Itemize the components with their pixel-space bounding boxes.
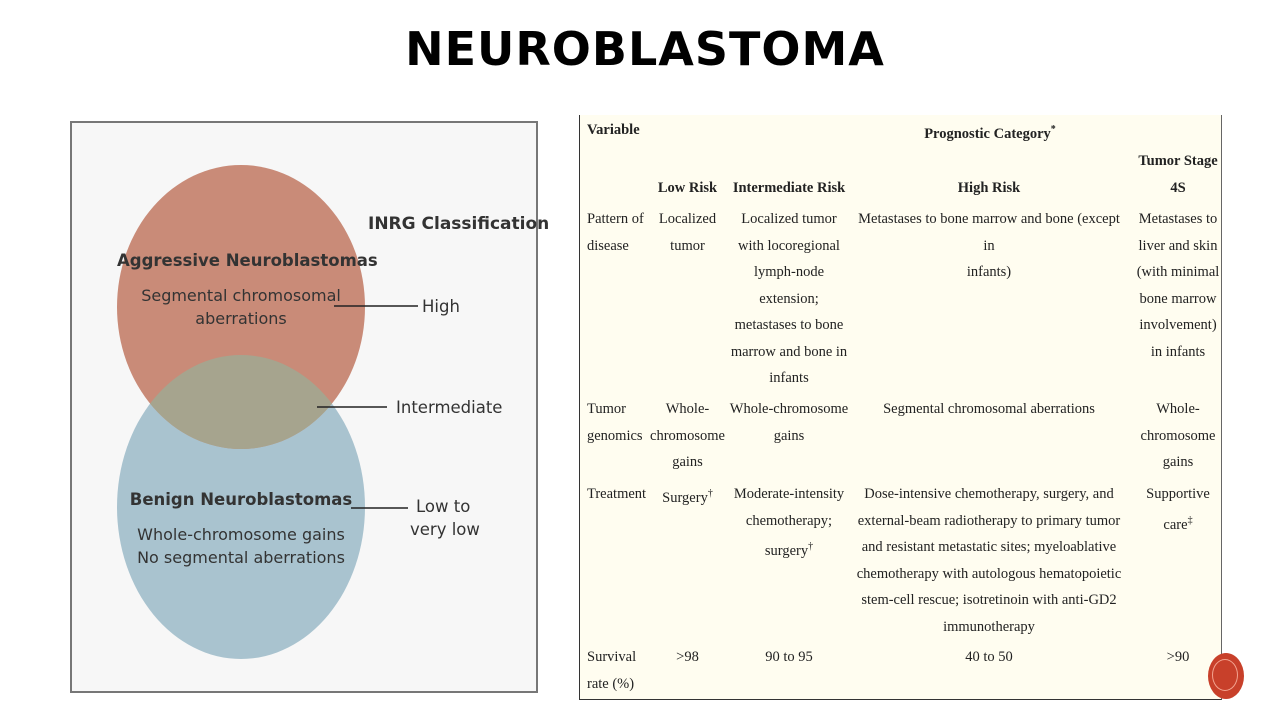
- aggressive-title: Aggressive Neuroblastomas: [117, 251, 378, 270]
- low-label-line1: Low to: [416, 497, 471, 516]
- low-label-line2: very low: [410, 520, 480, 539]
- header-prognostic-category: Prognostic Category*: [924, 124, 1056, 142]
- treatment-high-risk: Dose-intensive chemotherapy, surgery, an…: [856, 486, 1122, 635]
- intermediate-label: Intermediate: [396, 398, 503, 417]
- prognostic-table: Variable Prognostic Category* Tumor Stag…: [579, 115, 1222, 700]
- aggressive-description-line1: Segmental chromosomal: [141, 286, 341, 305]
- header-intermediate-risk: Intermediate Risk: [732, 180, 846, 196]
- genomics-high-risk: Segmental chromosomal aberrations: [883, 401, 1095, 417]
- header-variable: Variable: [587, 122, 640, 138]
- pattern-high-risk: Metastases to bone marrow and bone (exce…: [858, 211, 1120, 280]
- row-label-treatment: Treatment: [587, 486, 647, 502]
- header-low-risk: Low Risk: [657, 180, 718, 196]
- treatment-intermediate-risk: Moderate-intensity chemotherapy; surgery…: [733, 486, 845, 559]
- header-high-risk: High Risk: [957, 180, 1021, 196]
- benign-description-line2: No segmental aberrations: [137, 548, 345, 567]
- venn-diagram: [117, 165, 418, 659]
- benign-description-line1: Whole-chromosome gains: [137, 525, 345, 544]
- survival-intermediate-risk: 90 to 95: [765, 649, 813, 665]
- slide-title: NEUROBLASTOMA: [405, 22, 885, 76]
- aggressive-description-line2: aberrations: [195, 309, 287, 328]
- treatment-low-risk: Surgery†: [662, 488, 713, 506]
- survival-high-risk: 40 to 50: [965, 649, 1013, 665]
- survival-stage4s: >90: [1166, 649, 1190, 665]
- treatment-stage4s: Supportive care‡: [1146, 486, 1210, 533]
- venn-figure: INRG Classification Aggressive Neuroblas…: [70, 121, 549, 693]
- high-label: High: [422, 297, 460, 316]
- benign-circle: [117, 355, 365, 659]
- benign-title: Benign Neuroblastomas: [129, 490, 353, 509]
- page-number-badge: [1208, 653, 1244, 699]
- survival-low-risk: >98: [676, 649, 699, 665]
- classification-title: INRG Classification: [368, 214, 550, 234]
